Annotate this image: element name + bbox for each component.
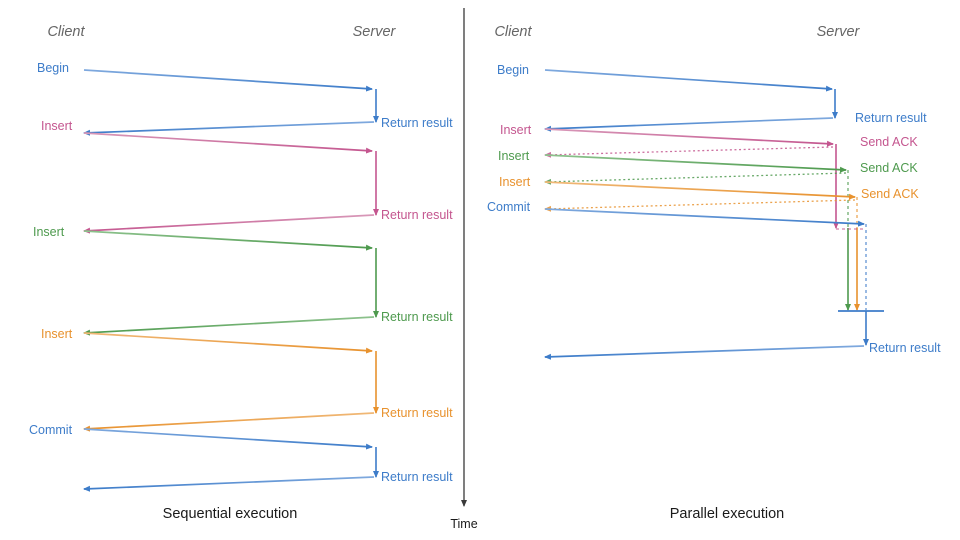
arrow-insert3-ack: [544, 199, 856, 212]
message-label-send-ack: Send ACK: [860, 161, 918, 175]
arrow-insert3-reply: [83, 412, 375, 432]
message-label-send-ack: Send ACK: [860, 135, 918, 149]
arrow-group-sequential: [83, 69, 379, 492]
arrow-begin-request: [544, 69, 833, 92]
lane-title-client: Client: [494, 24, 532, 40]
message-label-insert: Insert: [500, 123, 532, 137]
arrow-insert2-request: [83, 230, 373, 251]
arrow-insert2-ack: [544, 172, 847, 185]
message-label-commit: Commit: [29, 423, 73, 437]
message-label-return-result: Return result: [855, 111, 927, 125]
arrow-commit-request: [544, 208, 865, 227]
arrow-begin-reply: [83, 121, 375, 136]
arrow-insert3-request: [544, 181, 856, 200]
arrow-insert1-request: [83, 132, 373, 154]
lane-title-server: Server: [817, 24, 861, 40]
message-label-insert: Insert: [498, 149, 530, 163]
message-label-begin: Begin: [37, 61, 69, 75]
time-axis: Time: [450, 8, 478, 531]
arrow-insert2-reply: [83, 316, 375, 336]
message-label-send-ack: Send ACK: [861, 187, 919, 201]
arrow-commit-reply: [83, 476, 375, 492]
panel-caption-sequential: Sequential execution: [163, 506, 298, 522]
arrow-insert3-request: [83, 332, 373, 354]
message-label-insert: Insert: [499, 175, 531, 189]
arrow-insert1-request: [544, 128, 834, 147]
panel-caption-parallel: Parallel execution: [670, 506, 784, 522]
message-label-insert: Insert: [41, 119, 73, 133]
arrow-begin-request: [83, 69, 373, 92]
arrow-insert1-ack: [544, 146, 834, 158]
lane-title-server: Server: [353, 24, 397, 40]
lane-title-client: Client: [47, 24, 85, 40]
arrow-commit-request: [83, 428, 373, 450]
message-label-return-result: Return result: [381, 470, 453, 484]
arrow-group-parallel: [544, 69, 884, 360]
message-label-return-result: Return result: [381, 406, 453, 420]
arrow-commit-reply: [544, 345, 865, 360]
message-label-return-result: Return result: [381, 116, 453, 130]
message-label-begin: Begin: [497, 63, 529, 77]
message-label-return-result: Return result: [381, 208, 453, 222]
message-label-insert: Insert: [33, 225, 65, 239]
message-label-return-result: Return result: [381, 310, 453, 324]
arrow-insert2-request: [544, 154, 847, 173]
time-axis-label: Time: [450, 517, 477, 531]
message-label-insert: Insert: [41, 327, 73, 341]
message-label-return-result: Return result: [869, 341, 941, 355]
arrow-insert1-reply: [83, 214, 375, 234]
arrow-begin-reply: [544, 117, 834, 132]
message-label-commit: Commit: [487, 200, 531, 214]
